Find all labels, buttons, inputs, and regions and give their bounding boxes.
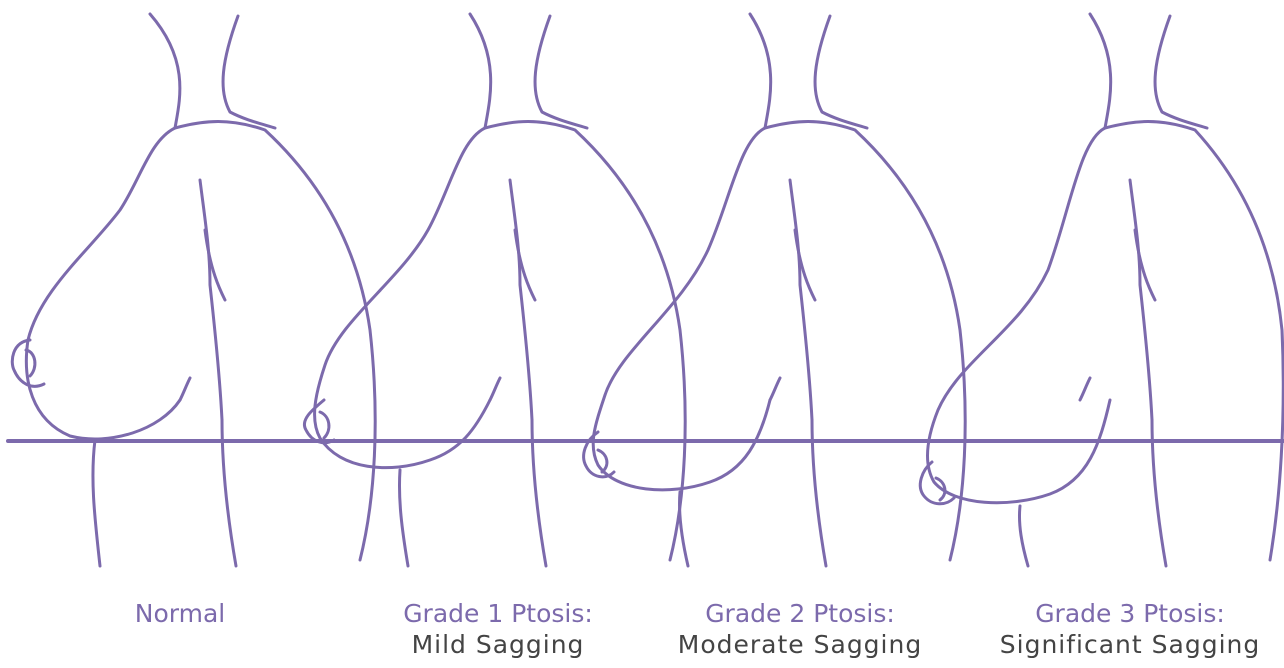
figure-grade2-breast (593, 128, 770, 490)
figure-grade1-back (470, 14, 685, 560)
figure-grade3-breast (928, 128, 1110, 503)
caption-grade2-desc: Moderate Sagging (650, 629, 950, 660)
figure-grade2-torso-front (679, 492, 688, 566)
figure-normal-torso-front (93, 440, 100, 566)
figure-grade3-torso-front (1019, 506, 1028, 566)
figure-normal-elbow-crease (180, 378, 190, 400)
figure-normal (12, 14, 375, 566)
figure-grade3-nipple (920, 462, 954, 504)
figure-grade3-back (1090, 14, 1283, 560)
figure-grade1-breast (315, 128, 490, 468)
caption-grade1-desc: Mild Sagging (348, 629, 648, 660)
caption-grade3: Grade 3 Ptosis: Significant Sagging (980, 598, 1280, 661)
caption-grade2-grade: Grade 2 Ptosis: (650, 598, 950, 629)
figure-grade1-elbow-crease (490, 378, 500, 400)
figure-grade3-arm (1130, 180, 1152, 420)
figure-grade3 (920, 14, 1283, 566)
figure-grade3-neck (1155, 16, 1207, 128)
figure-grade2 (584, 14, 966, 566)
caption-grade1-grade: Grade 1 Ptosis: (348, 598, 648, 629)
figure-grade2-neck (815, 16, 867, 128)
caption-normal-grade: Normal (30, 598, 330, 629)
caption-normal: Normal (30, 598, 330, 629)
caption-grade2: Grade 2 Ptosis: Moderate Sagging (650, 598, 950, 661)
figure-grade2-nipple (584, 432, 614, 477)
figure-normal-arm (200, 180, 222, 420)
figure-grade3-elbow-crease (1080, 378, 1090, 400)
figure-grade1-neck (535, 16, 587, 128)
caption-grade1: Grade 1 Ptosis: Mild Sagging (348, 598, 648, 661)
figure-grade1-areola (320, 412, 329, 438)
figure-grade2-arm (790, 180, 812, 420)
figure-normal-breast (26, 128, 180, 439)
figure-grade1-torso-front (399, 470, 408, 566)
figure-grade2-elbow-crease (770, 378, 780, 400)
figure-normal-back (150, 14, 375, 560)
caption-grade3-grade: Grade 3 Ptosis: (980, 598, 1280, 629)
ptosis-illustration (0, 0, 1284, 580)
figure-normal-neck (223, 16, 275, 128)
figure-grade1-arm (510, 180, 532, 420)
caption-grade3-desc: Significant Sagging (980, 629, 1280, 660)
